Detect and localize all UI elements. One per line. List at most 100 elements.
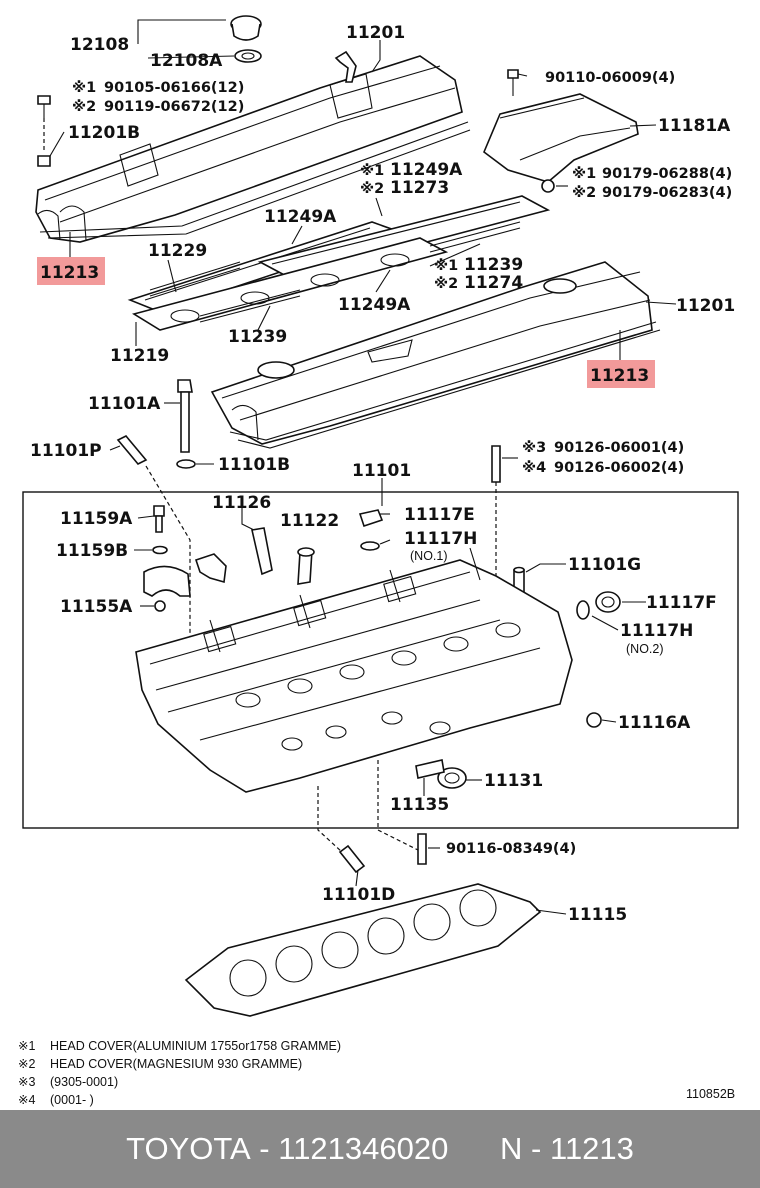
separator-1: - [250, 1131, 279, 1166]
head-cover-right [210, 261, 661, 449]
seal-11135 [415, 759, 445, 779]
note-mark-2: ※2 [18, 1057, 35, 1071]
heat-insulator [483, 69, 639, 193]
label-11122: 11122 [280, 511, 339, 531]
label-90179-a: 90179-06288(4) [602, 166, 732, 182]
highlight-11213-right [587, 360, 655, 388]
head-bolt-11101A [177, 379, 193, 453]
head-gasket-11115 [184, 883, 542, 1017]
label-11213-right: 11213 [590, 366, 649, 386]
label-11155A: 11155A [60, 597, 133, 617]
label-11117F: 11117F [646, 593, 717, 613]
mark-1-b: ※1 [572, 166, 596, 182]
oil-filler-cap [230, 15, 262, 63]
mark-1-c: ※1 [360, 163, 384, 179]
label-11115: 11115 [568, 905, 627, 925]
cylinder-head-group-box [22, 491, 739, 829]
label-11101P: 11101P [30, 441, 102, 461]
seal-11239 [199, 221, 521, 323]
label-no1: (NO.1) [410, 549, 448, 563]
label-11131: 11131 [484, 771, 543, 791]
note-mark-1: ※1 [18, 1039, 35, 1053]
label-11117H-1: 11117H [404, 529, 477, 549]
label-no2: (NO.2) [626, 642, 664, 656]
note-text-1: HEAD COVER(ALUMINIUM 1755or1758 GRAMME) [50, 1039, 341, 1053]
mark-1-a: ※1 [72, 80, 96, 96]
seal-11229 [149, 261, 241, 297]
note-mark-4: ※4 [18, 1093, 35, 1107]
label-11181A: 11181A [658, 116, 731, 136]
label-90126-a: 90126-06001(4) [554, 440, 684, 456]
label-90126-b: 90126-06002(4) [554, 460, 684, 476]
gasket-11249A-right [257, 195, 551, 279]
washer-11101B [176, 459, 196, 469]
mark-1-d: ※1 [434, 258, 458, 274]
label-11249A-mid: 11249A [264, 207, 337, 227]
diagram-id: 110852B [686, 1087, 735, 1101]
label-11201B: 11201B [68, 123, 140, 143]
separator-2: - [522, 1131, 550, 1166]
mark-2-d: ※2 [434, 276, 458, 292]
cover-bolt-left [37, 95, 51, 167]
brand: TOYOTA [126, 1131, 251, 1166]
leader-lines [49, 19, 677, 915]
note-text-3: (9305-0001) [50, 1075, 118, 1089]
guide-11122 [297, 547, 315, 585]
label-11159B: 11159B [56, 541, 128, 561]
label-11101G: 11101G [568, 555, 641, 575]
stud-11101P [116, 435, 191, 636]
plug-11116A [586, 712, 602, 728]
label-11229: 11229 [148, 241, 207, 261]
seal-11131 [437, 767, 467, 789]
label-11117H-2: 11117H [620, 621, 693, 641]
label-90179-b: 90179-06283(4) [602, 185, 732, 201]
mark-4: ※4 [522, 460, 546, 476]
label-11101: 11101 [352, 461, 411, 481]
label-11274: 11274 [464, 273, 523, 293]
label-90110: 90110-06009(4) [545, 70, 675, 86]
label-11213-left: 11213 [40, 263, 99, 283]
label-11201-right: 11201 [676, 296, 735, 316]
note-mark-3: ※3 [18, 1075, 35, 1089]
label-11117E: 11117E [404, 505, 475, 525]
label-11239-left: 11239 [228, 327, 287, 347]
label-90105: 90105-06166(12) [104, 80, 244, 96]
plug-11117F [595, 591, 621, 613]
footnotes: ※1 HEAD COVER(ALUMINIUM 1755or1758 GRAMM… [18, 1039, 341, 1107]
note-text-4: (0001- ) [50, 1093, 94, 1107]
parts-diagram: 12108 12108A 11201 ※1 90105-06166(12) ※2… [18, 15, 739, 1107]
label-11101D: 11101D [322, 885, 395, 905]
label-11101B: 11101B [218, 455, 290, 475]
label-12108: 12108 [70, 35, 129, 55]
gap [448, 1131, 500, 1167]
mark-2-b: ※2 [572, 185, 596, 201]
mark-3: ※3 [522, 440, 546, 456]
stud-11101D [338, 844, 366, 874]
label-12108A: 12108A [150, 51, 223, 71]
washer-11159B [152, 545, 168, 555]
note-text-2: HEAD COVER(MAGNESIUM 930 GRAMME) [50, 1057, 302, 1071]
gasket-11219 [131, 237, 449, 331]
label-11249A-low: 11249A [338, 295, 411, 315]
label-11201-top: 11201 [346, 23, 405, 43]
label-11219: 11219 [110, 346, 169, 366]
label-11116A: 11116A [618, 713, 691, 733]
part-number: 1121346020 [278, 1131, 449, 1166]
mark-2-a: ※2 [72, 99, 96, 115]
plug-11117E [358, 509, 384, 528]
highlight-11213-left [37, 257, 105, 285]
label-11135: 11135 [390, 795, 449, 815]
stud-90116 [417, 833, 427, 865]
plug-11117H-no1 [360, 541, 380, 551]
bolt-11159A [153, 505, 165, 533]
ref-number: 11213 [550, 1131, 634, 1166]
label-11159A: 11159A [60, 509, 133, 529]
seal-11117H-no2 [576, 600, 590, 620]
label-90119: 90119-06672(12) [104, 99, 244, 115]
label-90116: 90116-08349(4) [446, 841, 576, 857]
breather-pipe [334, 50, 357, 83]
ref-prefix: N [500, 1131, 523, 1166]
label-11249A-top: 11249A [390, 160, 463, 180]
label-11273: 11273 [390, 178, 449, 198]
mark-2-c: ※2 [360, 181, 384, 197]
